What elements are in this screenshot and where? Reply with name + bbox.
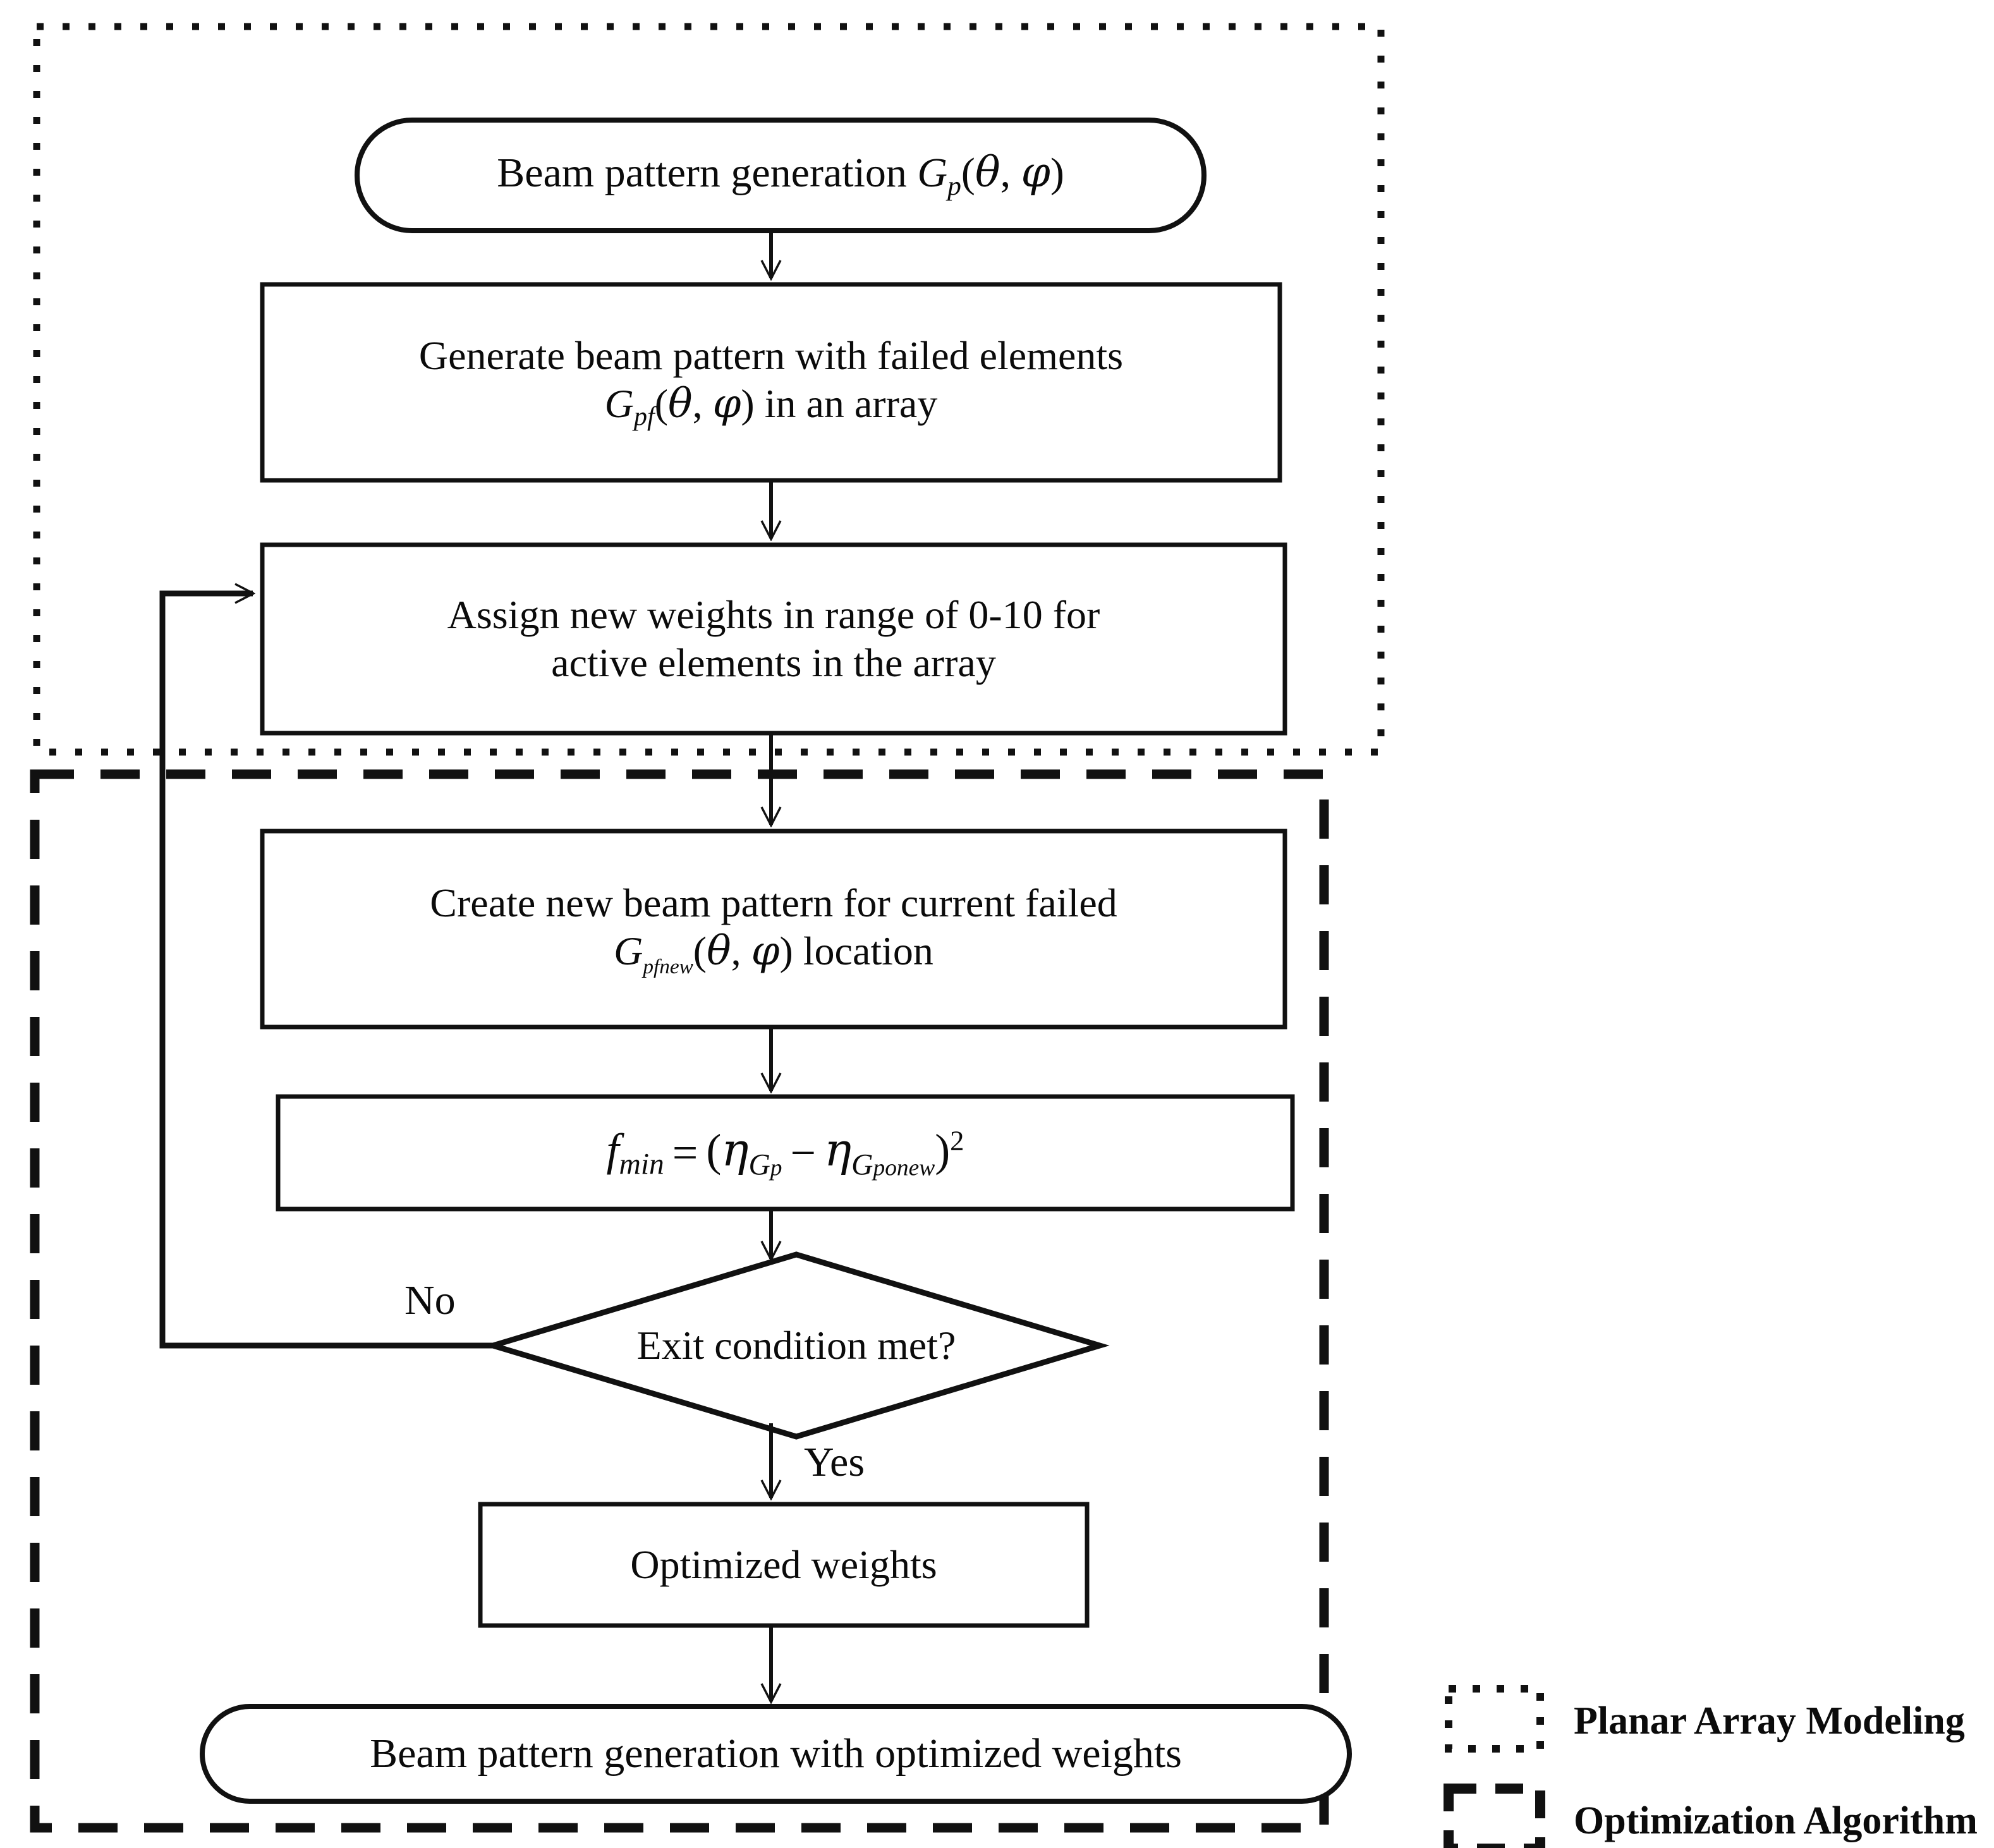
node-start-oval [355,118,1207,233]
node-generate-failed-box [260,282,1282,483]
node-fitness-formula-box [276,1094,1295,1212]
node-assign-weights-box [260,542,1287,736]
edge-label-no: No [404,1277,456,1323]
legend-swatch-dotted [1445,1685,1544,1753]
container-optimization-algorithm [30,769,1329,1833]
node-exit-condition-diamond [483,1251,1110,1440]
legend-swatch-dashed [1444,1784,1545,1848]
edge-label-yes: Yes [804,1439,865,1485]
legend-label-optimization-algorithm: Optimization Algorithm [1574,1799,1978,1842]
node-create-pattern-box [260,829,1287,1030]
edge-no-feedback-loop [159,593,493,1349]
legend-label-planar-array-modeling: Planar Array Modeling [1574,1699,1965,1742]
node-end-oval [200,1704,1352,1804]
node-optimized-weights-box [478,1502,1090,1628]
